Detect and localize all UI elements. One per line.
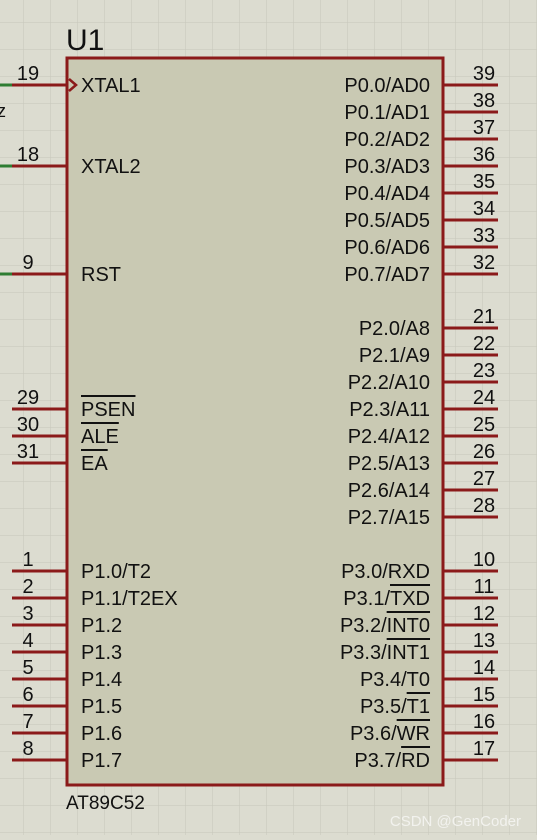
left-pin-number-6: 6 <box>22 684 33 706</box>
right-pin-number-37: 37 <box>473 117 495 139</box>
left-pin-number-30: 30 <box>17 414 39 436</box>
left-pin-label-7: P1.6 <box>81 723 122 745</box>
right-pin-label-22: P2.1/A9 <box>359 345 430 367</box>
watermark: CSDN @GenCoder <box>390 813 521 830</box>
right-pin-label-10: P3.0/RXD <box>341 561 430 583</box>
left-pin-label-8: P1.7 <box>81 750 122 772</box>
right-pin-label-33: P0.6/AD6 <box>344 237 430 259</box>
right-pin-label-36: P0.3/AD3 <box>344 156 430 178</box>
left-pin-label-18: XTAL2 <box>81 156 141 178</box>
right-pin-number-35: 35 <box>473 171 495 193</box>
left-pin-label-1: P1.0/T2 <box>81 561 151 583</box>
left-pin-label-31: EA <box>81 453 108 475</box>
right-pin-number-15: 15 <box>473 684 495 706</box>
right-pin-label-21: P2.0/A8 <box>359 318 430 340</box>
left-pin-label-2: P1.1/T2EX <box>81 588 178 610</box>
left-pin-label-19: XTAL1 <box>81 75 141 97</box>
left-pin-label-9: RST <box>81 264 121 286</box>
right-pin-label-32: P0.7/AD7 <box>344 264 430 286</box>
right-pin-label-34: P0.5/AD5 <box>344 210 430 232</box>
right-pin-label-24: P2.3/A11 <box>349 399 430 421</box>
right-pin-label-17: P3.7/RD <box>354 750 430 772</box>
component-ref[interactable]: U1 <box>66 24 104 57</box>
right-pin-label-16: P3.6/WR <box>350 723 430 745</box>
right-pin-number-25: 25 <box>473 414 495 436</box>
right-pin-number-27: 27 <box>473 468 495 490</box>
clock-marker-icon <box>68 78 78 92</box>
left-pin-label-30: ALE <box>81 426 119 448</box>
right-pin-number-23: 23 <box>473 360 495 382</box>
right-pin-label-15: P3.5/T1 <box>360 696 430 718</box>
left-pin-label-4: P1.3 <box>81 642 122 664</box>
right-pin-number-16: 16 <box>473 711 495 733</box>
right-pin-label-12: P3.2/INT0 <box>340 615 430 637</box>
right-pin-number-36: 36 <box>473 144 495 166</box>
left-pin-number-4: 4 <box>22 630 33 652</box>
left-pin-label-3: P1.2 <box>81 615 122 637</box>
right-pin-number-26: 26 <box>473 441 495 463</box>
wires-layer <box>0 83 12 276</box>
left-pin-label-5: P1.4 <box>81 669 122 691</box>
left-pin-number-19: 19 <box>17 63 39 85</box>
right-pin-label-11: P3.1/TXD <box>343 588 430 610</box>
right-pin-label-27: P2.6/A14 <box>348 480 430 502</box>
left-pin-number-7: 7 <box>22 711 33 733</box>
right-pin-label-25: P2.4/A12 <box>348 426 430 448</box>
component-part[interactable]: AT89C52 <box>66 793 145 814</box>
right-pin-number-10: 10 <box>473 549 495 571</box>
left-pin-number-29: 29 <box>17 387 39 409</box>
right-pin-number-21: 21 <box>473 306 495 328</box>
right-pin-number-12: 12 <box>473 603 495 625</box>
left-pin-number-31: 31 <box>17 441 39 463</box>
right-pin-number-14: 14 <box>473 657 495 679</box>
right-pin-number-22: 22 <box>473 333 495 355</box>
left-pin-number-2: 2 <box>22 576 33 598</box>
left-pin-number-9: 9 <box>22 252 33 274</box>
right-pin-number-39: 39 <box>473 63 495 85</box>
pins-layer: 1918929303112345678393837363534333221222… <box>12 63 498 762</box>
right-pin-number-33: 33 <box>473 225 495 247</box>
right-pin-label-35: P0.4/AD4 <box>344 183 430 205</box>
right-pin-number-11: 11 <box>474 576 495 598</box>
left-pin-number-5: 5 <box>22 657 33 679</box>
right-pin-label-26: P2.5/A13 <box>348 453 430 475</box>
left-pin-label-6: P1.5 <box>81 696 122 718</box>
right-pin-number-13: 13 <box>473 630 495 652</box>
chip-body[interactable] <box>65 56 445 787</box>
right-pin-label-13: P3.3/INT1 <box>340 642 430 664</box>
left-pin-label-29: PSEN <box>81 399 135 421</box>
left-pin-number-1: 1 <box>22 549 33 571</box>
left-pin-number-8: 8 <box>22 738 33 760</box>
left-pin-number-3: 3 <box>22 603 33 625</box>
right-pin-label-28: P2.7/A15 <box>348 507 430 529</box>
right-pin-number-38: 38 <box>473 90 495 112</box>
right-pin-label-14: P3.4/T0 <box>360 669 430 691</box>
right-pin-label-37: P0.2/AD2 <box>344 129 430 151</box>
right-pin-number-32: 32 <box>473 252 495 274</box>
edge-fragment: z <box>0 101 6 121</box>
right-pin-number-17: 17 <box>473 738 495 760</box>
left-pin-number-18: 18 <box>17 144 39 166</box>
right-pin-number-34: 34 <box>473 198 495 220</box>
right-pin-label-23: P2.2/A10 <box>348 372 430 394</box>
right-pin-number-28: 28 <box>473 495 495 517</box>
right-pin-number-24: 24 <box>473 387 495 409</box>
right-pin-label-39: P0.0/AD0 <box>344 75 430 97</box>
right-pin-label-38: P0.1/AD1 <box>344 102 430 124</box>
